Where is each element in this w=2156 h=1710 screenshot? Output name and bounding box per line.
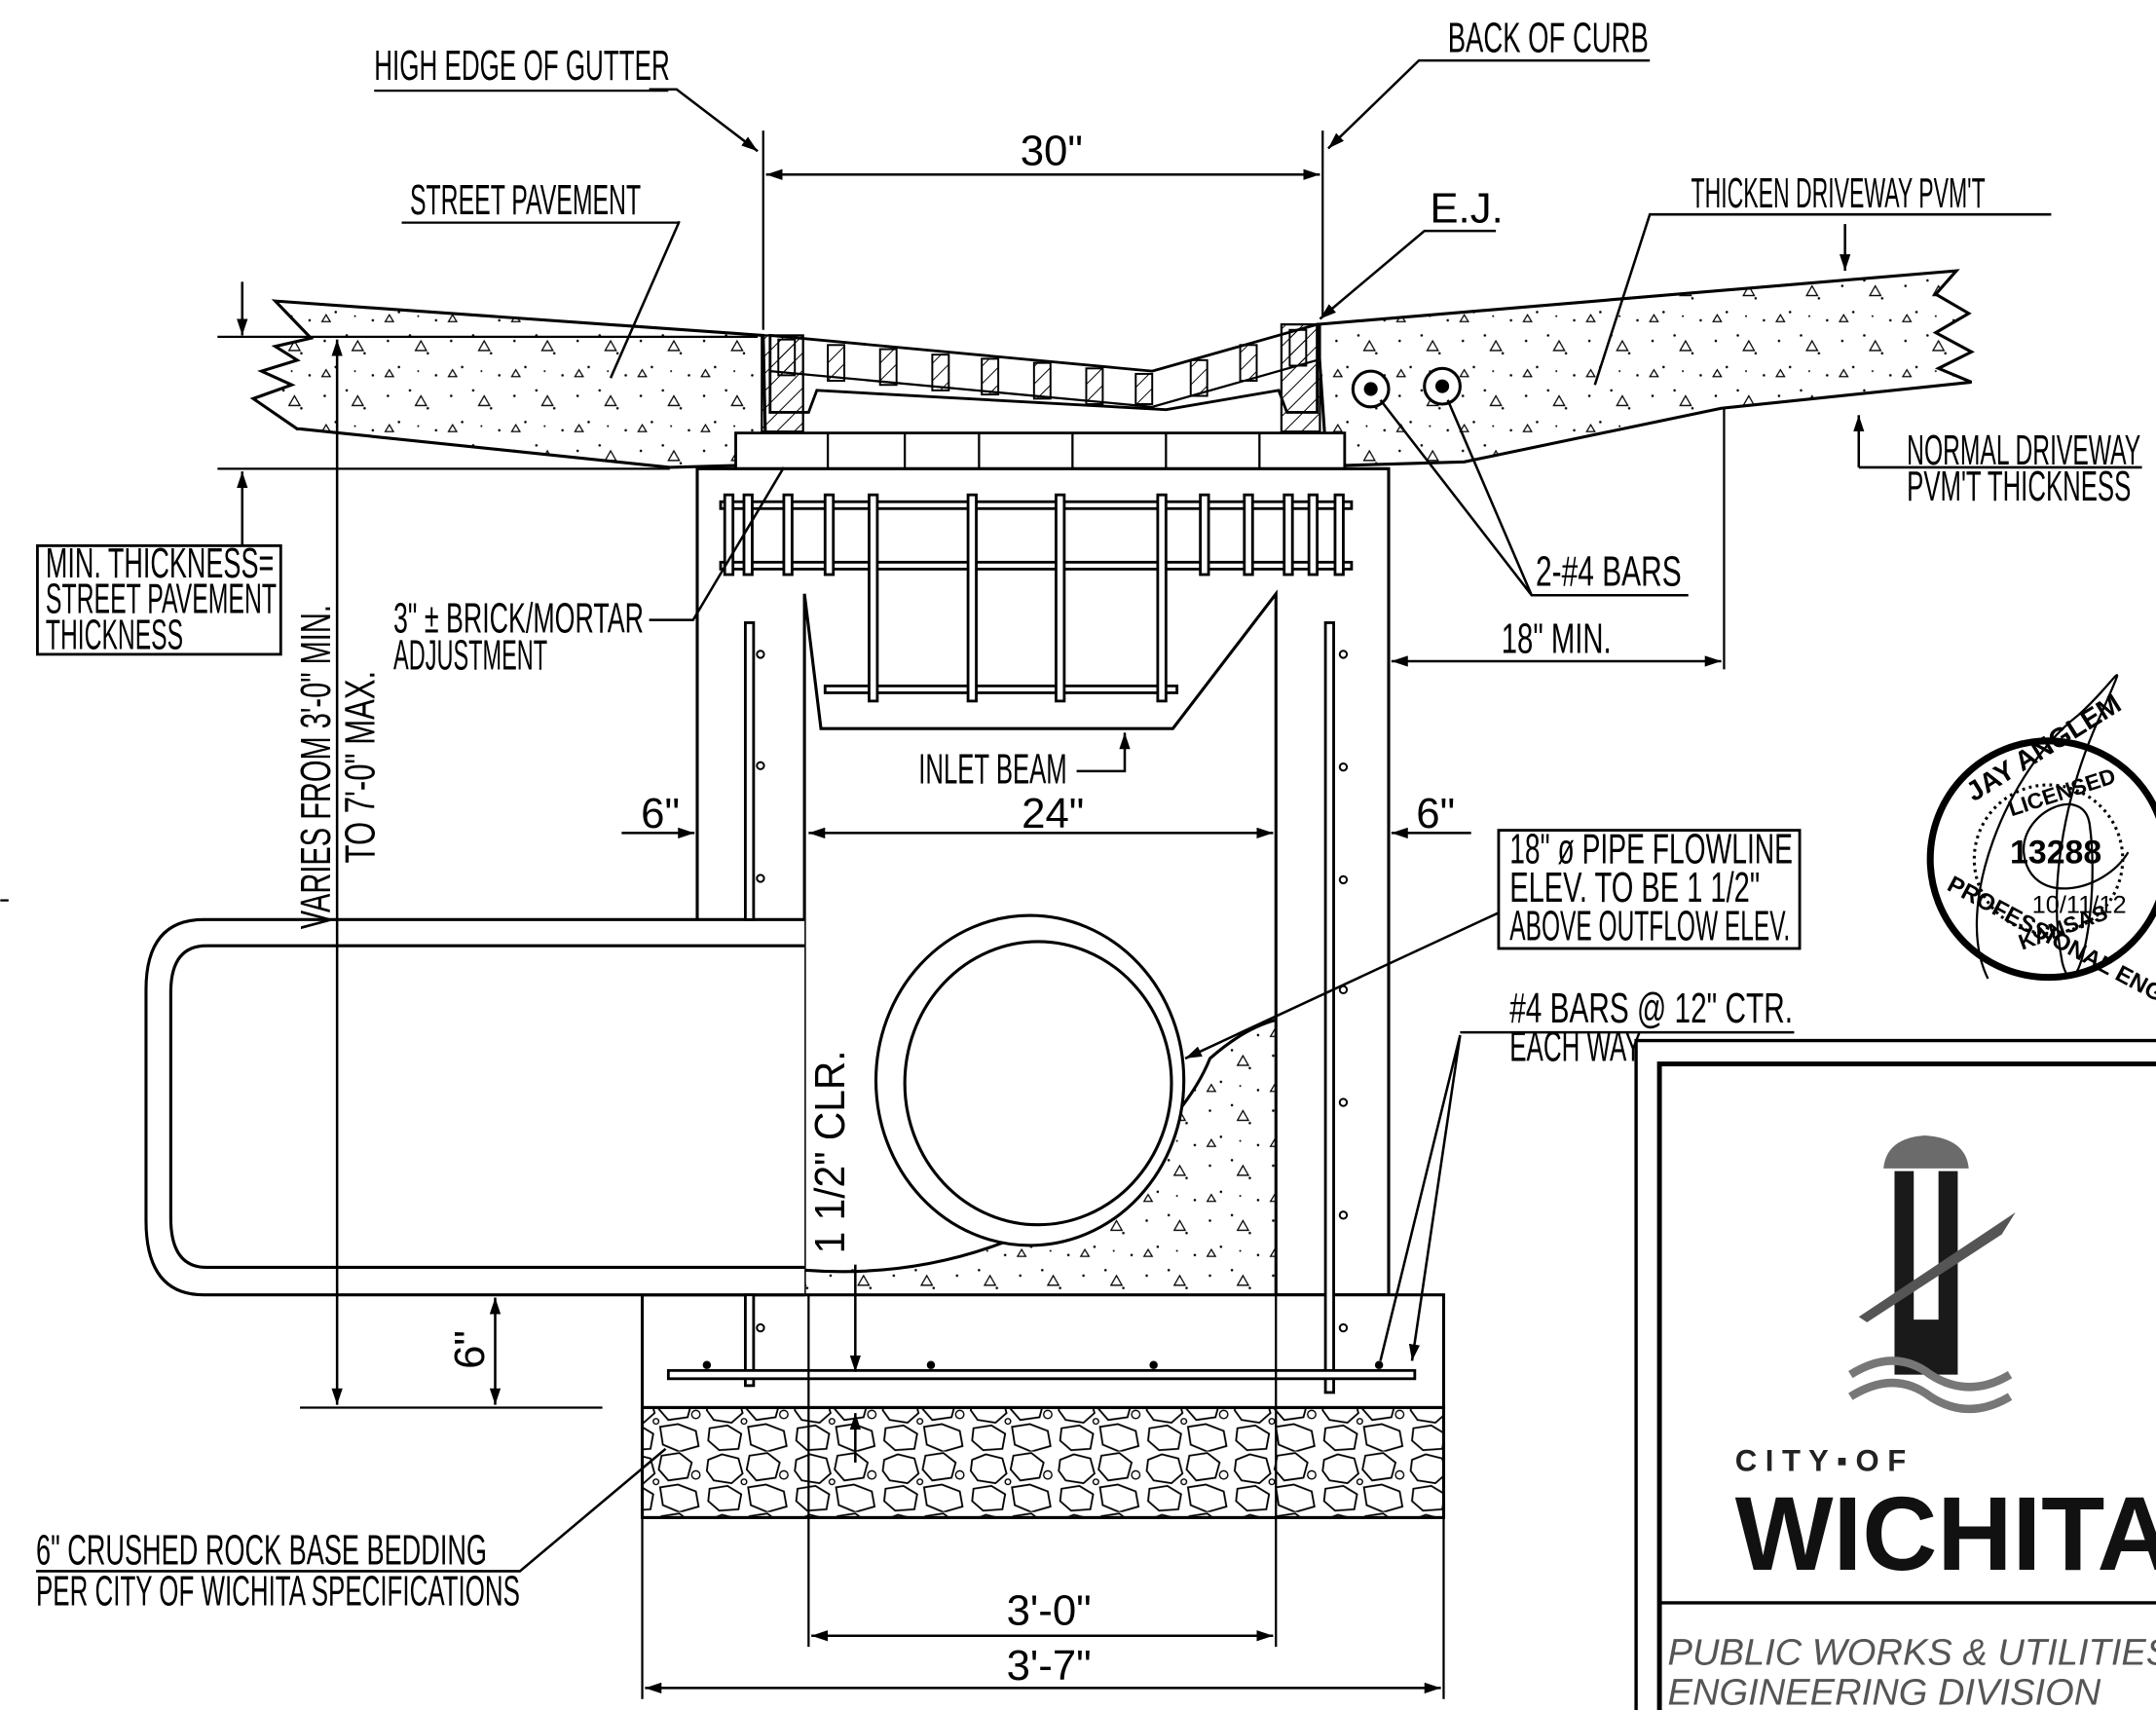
pipe-flowline-note: 18" ø PIPE FLOWLINE ELEV. TO BE 1 1/2" A… (1497, 825, 1802, 950)
label-bars-2: EACH WAY (1509, 1023, 1642, 1071)
brick-adjustment-course (734, 431, 1347, 470)
inlet-pipe-18in (874, 913, 1186, 1247)
label-thicken-driveway: THICKEN DRIVEWAY PVM'T (1691, 169, 1986, 217)
title-dept-1: PUBLIC WORKS & UTILITIES (1668, 1632, 2156, 1673)
label-min-thickness-3: THICKNESS (46, 611, 183, 658)
label-normal-driveway-1: NORMAL DRIVEWAY (1907, 427, 2140, 474)
label-brick-1: 3" ± BRICK/MORTAR (393, 594, 644, 642)
label-gutter-width: 30" (1021, 127, 1083, 174)
label-back-of-curb: BACK OF CURB (1448, 15, 1649, 62)
label-pipe-2: ELEV. TO BE 1 1/2" (1509, 864, 1760, 911)
title-block: C I T Y ▪ O F WICHITA PUBLIC WORKS & UTI… (1634, 1038, 2156, 1710)
title-dept-2: ENGINEERING DIVISION (1668, 1672, 2101, 1710)
label-varies-1: VARIES FROM 3'-0" MIN. (292, 605, 340, 929)
label-high-edge-gutter: HIGH EDGE OF GUTTER (374, 42, 669, 90)
label-ej: E.J. (1430, 185, 1503, 233)
title-city-name: WICHITA (1735, 1475, 2156, 1592)
seal-date: 10/11/12 (2032, 891, 2127, 918)
street-pavement-slab (249, 299, 768, 469)
label-inner-width: 24" (1022, 790, 1084, 837)
gutter-section (761, 322, 1321, 433)
label-six-bottom: 6" (446, 1330, 494, 1369)
label-six-right: 6" (1416, 790, 1455, 837)
engineer-signature (1975, 674, 2130, 980)
label-min-thickness-2: STREET PAVEMENT (46, 576, 277, 623)
label-two-bars: 2-#4 BARS (1536, 547, 1682, 595)
title-city-of: C I T Y ▪ O F (1735, 1443, 1906, 1477)
engineer-seal: JAY ANGLEM LICENSED 13288 10/11/12 KANSA… (1926, 674, 2156, 1041)
label-eighteen-min: 18" MIN. (1502, 614, 1612, 662)
label-dim-outer: 3'-7" (1007, 1642, 1092, 1690)
drawing-labels: HIGH EDGE OF GUTTER BACK OF CURB 30" STR… (36, 15, 2140, 1690)
wichita-logo-icon (1848, 1134, 2016, 1414)
label-rock-2: PER CITY OF WICHITA SPECIFICATIONS (36, 1568, 520, 1616)
label-min-thickness-1: MIN. THICKNESS= (46, 539, 274, 587)
driveway-pavement-slab (1315, 269, 1975, 468)
label-pipe-3: ABOVE OUTFLOW ELEV. (1509, 903, 1790, 950)
label-bars-1: #4 BARS @ 12" CTR. (1509, 985, 1793, 1032)
label-six-left: 6" (641, 790, 680, 837)
driveway-bars (1351, 366, 1462, 409)
label-normal-driveway-2: PVM'T THICKNESS (1907, 463, 2131, 510)
rock-base-bedding (640, 1405, 1446, 1519)
outlet-pipe (144, 917, 805, 1297)
inlet-beam-rebar (719, 493, 1354, 703)
label-rock-1: 6" CRUSHED ROCK BASE BEDDING (36, 1526, 487, 1574)
label-clearance: 1 1/2" CLR. (806, 1050, 854, 1253)
label-brick-2: ADJUSTMENT (393, 631, 547, 679)
min-thickness-note: MIN. THICKNESS= STREET PAVEMENT THICKNES… (36, 539, 282, 658)
label-street-pavement: STREET PAVEMENT (410, 176, 641, 224)
dimension-lines (36, 58, 2142, 1699)
label-varies-2: TO 7'-0" MAX. (336, 671, 384, 864)
label-dim-inner: 3'-0" (1007, 1586, 1092, 1634)
label-pipe-1: 18" ø PIPE FLOWLINE (1509, 825, 1793, 873)
label-inlet-beam: INLET BEAM (918, 746, 1066, 794)
